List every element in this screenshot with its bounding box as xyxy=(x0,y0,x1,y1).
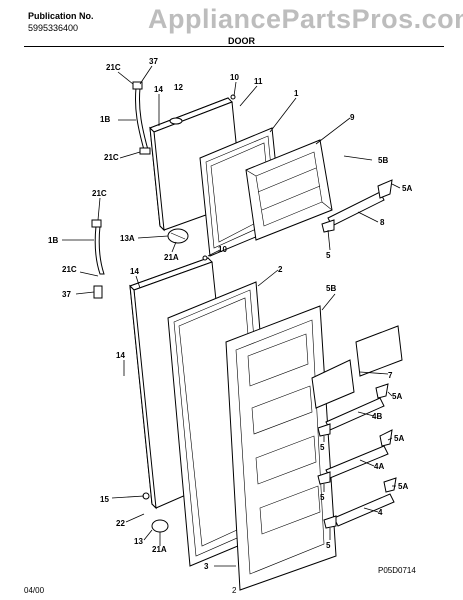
callout-label: 3 xyxy=(204,562,209,571)
callout-label: 5A xyxy=(392,392,402,401)
callout-label: 5B xyxy=(378,156,388,165)
fresh-food-door-liner xyxy=(225,305,337,591)
callout-label: 1B xyxy=(48,236,58,245)
callout-label: 14 xyxy=(116,351,125,360)
freezer-door-hinge-cover xyxy=(167,94,236,244)
callout-label: 37 xyxy=(149,57,158,66)
freezer-door-handle xyxy=(132,81,151,155)
header-rule xyxy=(24,46,444,47)
callout-label: 5A xyxy=(394,434,404,443)
callout-label: 11 xyxy=(254,77,263,86)
diagram-code: P05D0714 xyxy=(378,566,416,575)
callout-label: 21C xyxy=(62,265,77,274)
callout-label: 5 xyxy=(326,541,331,550)
callout-label: 1 xyxy=(294,89,299,98)
callout-label: 21A xyxy=(152,545,167,554)
callout-label: 2 xyxy=(278,265,283,274)
callout-label: 4B xyxy=(372,412,382,421)
callout-label: 5 xyxy=(320,493,325,502)
callout-label: 37 xyxy=(62,290,71,299)
footer-date: 04/00 xyxy=(24,586,45,595)
page-title: DOOR xyxy=(228,36,255,46)
fresh-food-door-bins xyxy=(311,325,403,529)
callout-label: 12 xyxy=(174,83,183,92)
callout-label: 14 xyxy=(130,267,139,276)
callout-label: 7 xyxy=(388,371,393,380)
watermark: AppliancePartsPros.com xyxy=(148,4,463,34)
callout-label: 21C xyxy=(104,153,119,162)
freezer-door-shelf xyxy=(321,179,393,233)
leader-lines xyxy=(62,65,401,567)
callout-label: 14 xyxy=(154,85,163,94)
callout-label: 5B xyxy=(326,284,336,293)
callout-label: 10 xyxy=(218,245,227,254)
callout-label: 13 xyxy=(134,537,143,546)
publication-number: 5995336400 xyxy=(28,23,79,33)
footer-page-number: 2 xyxy=(232,586,237,595)
callout-label: 21C xyxy=(106,63,121,72)
callout-label: 9 xyxy=(350,113,355,122)
callout-label: 4 xyxy=(378,508,383,517)
callout-label: 15 xyxy=(100,495,109,504)
callout-labels: 21C 37 1B 21C 14 12 10 11 1 9 5B 5A 8 5 … xyxy=(48,57,412,571)
callout-label: 22 xyxy=(116,519,125,528)
callout-label: 21A xyxy=(164,253,179,262)
callout-label: 21C xyxy=(92,189,107,198)
callout-label: 1B xyxy=(100,115,110,124)
publication-label: Publication No. xyxy=(28,11,94,21)
callout-label: 10 xyxy=(230,73,239,82)
callout-label: 5A xyxy=(402,184,412,193)
callout-label: 5 xyxy=(320,443,325,452)
callout-label: 13A xyxy=(120,234,135,243)
freezer-door-liner xyxy=(245,139,333,241)
callout-label: 4A xyxy=(374,462,384,471)
callout-label: 5 xyxy=(326,251,331,260)
callout-label: 5A xyxy=(398,482,408,491)
fresh-food-door-handle xyxy=(91,219,105,299)
callout-label: 8 xyxy=(380,218,385,227)
